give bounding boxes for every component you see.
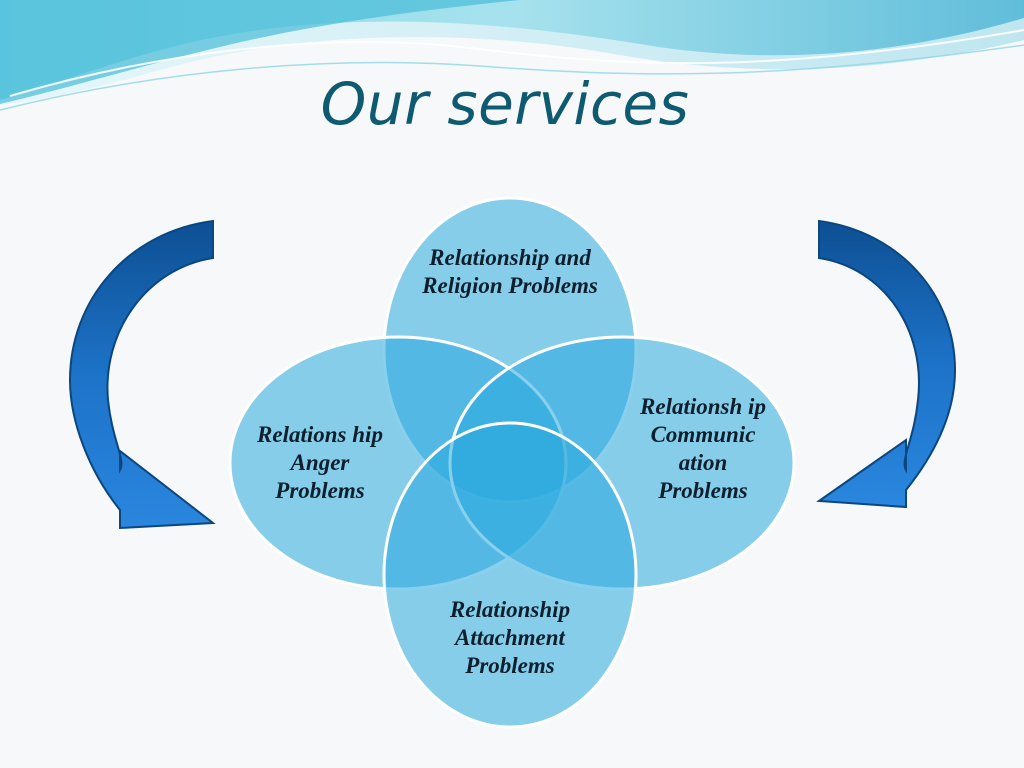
ellipse-bottom bbox=[382, 421, 638, 729]
slide-title: Our services bbox=[320, 70, 690, 138]
service-label-attachment: Relationship Attachment Problems bbox=[449, 597, 571, 678]
curved-arrow-right-icon bbox=[816, 219, 957, 509]
service-label-anger: Relations hip Anger Problems bbox=[257, 422, 383, 503]
curved-arrow-left-icon bbox=[68, 219, 216, 530]
service-label-religion: Relationship and Religion Problems bbox=[422, 245, 598, 298]
venn-diagram bbox=[228, 196, 796, 729]
header-wave-decoration bbox=[0, 0, 1024, 111]
service-label-communication: Relationsh ip Communic ation Problems bbox=[640, 394, 766, 503]
